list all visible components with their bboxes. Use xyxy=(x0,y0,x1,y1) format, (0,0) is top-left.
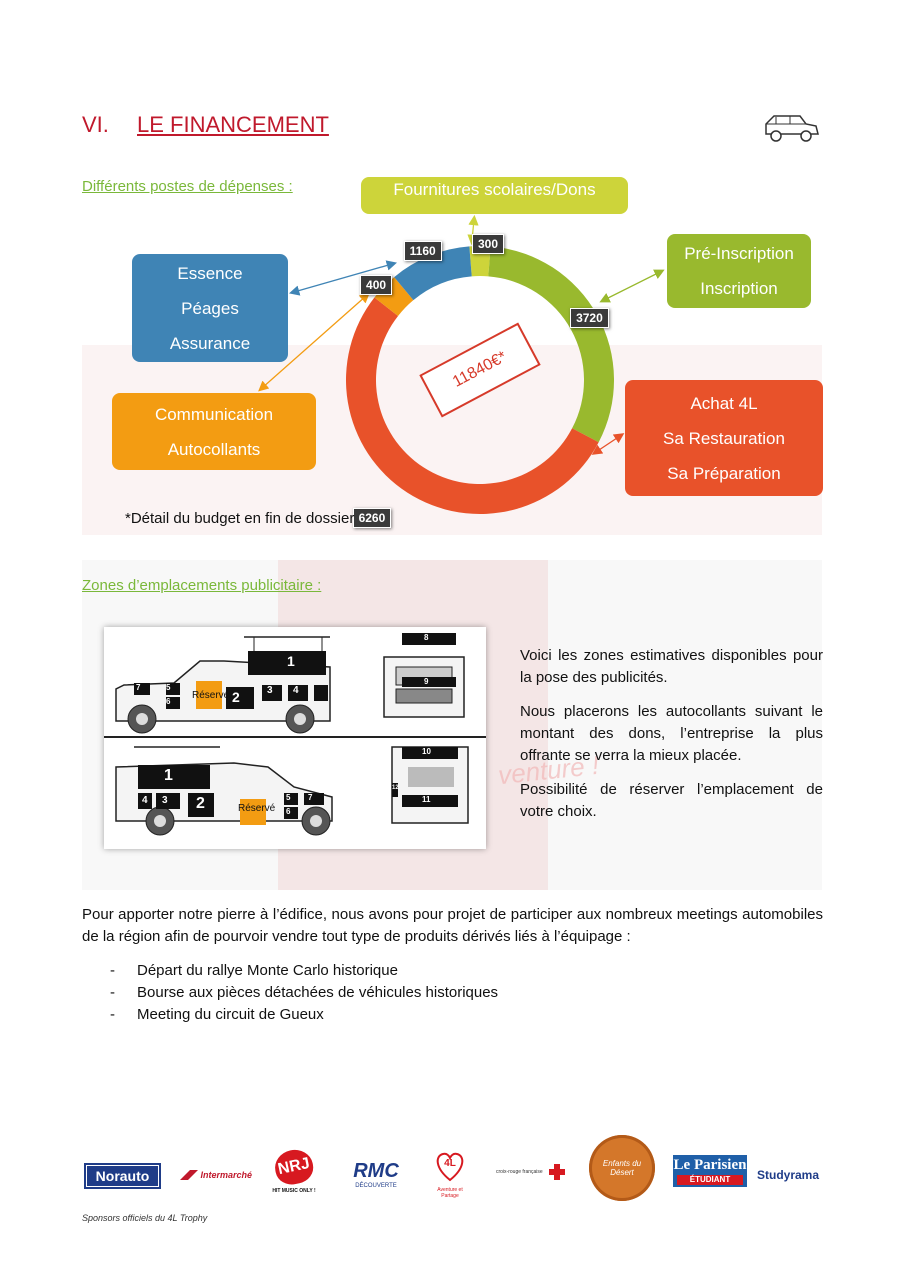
van-rear-view-bottom xyxy=(391,746,469,824)
intermarche-text: Intermarché xyxy=(200,1170,252,1180)
achat-arrow xyxy=(591,433,625,455)
ads-paragraph-1: Voici les zones estimatives disponibles … xyxy=(520,647,823,686)
box-essence: Essence Péages Assurance xyxy=(132,254,288,362)
zone-number: 12 xyxy=(392,785,399,791)
enfants-du-desert-text: Enfants du Désert xyxy=(602,1159,642,1177)
box-inscription-line2: Inscription xyxy=(700,279,778,298)
zone-number: 4 xyxy=(142,795,148,806)
section-heading: LE FINANCEMENT xyxy=(137,112,329,137)
croix-rouge-text: croix-rouge française xyxy=(496,1169,543,1175)
zone-number: 2 xyxy=(196,795,205,812)
expenses-heading: Différents postes de dépenses : xyxy=(82,178,293,195)
communication-arrow xyxy=(258,292,370,392)
4l-mark: 4L xyxy=(444,1158,456,1169)
box-fournitures: Fournitures scolaires/Dons xyxy=(361,177,628,214)
section-title: VI. LE FINANCEMENT xyxy=(82,112,329,138)
box-fournitures-label: Fournitures scolaires/Dons xyxy=(393,180,596,199)
van-side-view-top xyxy=(115,636,331,734)
donut-slice-2 xyxy=(394,246,472,301)
nrj-tagline: HIT MUSIC ONLY ! xyxy=(272,1188,316,1194)
zone-number: 8 xyxy=(424,633,429,642)
budget-footnote: *Détail du budget en fin de dossier xyxy=(125,510,355,527)
meetings-list: Départ du rallye Monte Carlo historique … xyxy=(82,960,823,1026)
intermarche-logo: Intermarché xyxy=(178,1166,252,1184)
box-inscription: Pré-Inscription Inscription xyxy=(667,234,811,308)
rmc-sub: DÉCOUVERTE xyxy=(355,1183,397,1189)
sponsors-caption: Sponsors officiels du 4L Trophy xyxy=(82,1213,208,1223)
vehicle-drawings xyxy=(104,633,486,836)
reserved-label-bottom: Réservé xyxy=(238,803,276,814)
meetings-intro: Pour apporter notre pierre à l’édifice, … xyxy=(82,906,823,945)
zone-number: 1 xyxy=(287,653,295,669)
box-achat-line1: Achat 4L xyxy=(690,393,758,413)
box-communication-line2: Autocollants xyxy=(167,439,261,459)
donut-slice-4 xyxy=(488,246,614,443)
zone-number: 1 xyxy=(164,767,173,784)
zone-number: 10 xyxy=(422,747,431,756)
4l-sub: Aventure et Partage xyxy=(437,1187,463,1199)
box-achat-line3: Sa Préparation xyxy=(667,463,781,483)
box-essence-line3: Assurance xyxy=(169,333,251,353)
zone-number: 9 xyxy=(424,677,429,686)
list-item: Meeting du circuit de Gueux xyxy=(82,1004,823,1026)
box-achat-line2: Sa Restauration xyxy=(663,428,785,448)
box-communication: Communication Autocollants xyxy=(112,393,316,470)
box-essence-line2: Péages xyxy=(181,298,239,318)
box-achat: Achat 4L Sa Restauration Sa Préparation xyxy=(625,380,823,496)
heart-icon xyxy=(436,1152,464,1182)
norauto-logo: Norauto xyxy=(84,1163,161,1189)
van-front-view-top xyxy=(383,633,465,718)
zone-number: 3 xyxy=(267,685,273,696)
box-communication-line1: Communication xyxy=(154,404,274,424)
section-number: VI. xyxy=(82,112,109,137)
4l-aventure-logo: 4L Aventure et Partage xyxy=(428,1150,472,1199)
rmc-mark: RMC xyxy=(353,1160,399,1182)
reserved-label-top: Réservé xyxy=(192,690,230,701)
value-label-2: 1160 xyxy=(403,241,442,262)
value-label-0: 6260 xyxy=(352,507,392,528)
nrj-mark: NRJ xyxy=(271,1146,317,1188)
list-item: Bourse aux pièces détachées de véhicules… xyxy=(82,982,823,1004)
enfants-du-desert-logo: Enfants du Désert xyxy=(589,1135,655,1201)
zone-number: 2 xyxy=(232,689,240,705)
le-parisien-mark: Le Parisien xyxy=(673,1157,747,1173)
value-label-1: 400 xyxy=(360,274,393,295)
le-parisien-logo: Le Parisien ÉTUDIANT xyxy=(673,1155,747,1187)
zone-number: 11 xyxy=(422,795,431,804)
ads-paragraph-2: Nous placerons les autocollants suivant … xyxy=(520,703,823,764)
zone-number: 4 xyxy=(293,685,299,696)
zone-number: 6 xyxy=(166,697,171,706)
box-essence-line1: Essence xyxy=(177,263,243,283)
zone-number: 7 xyxy=(136,683,141,692)
van-side-view-bottom xyxy=(115,746,333,836)
intermarche-icon xyxy=(180,1170,198,1180)
zone-number: 6 xyxy=(286,807,291,816)
croix-rouge-logo: croix-rouge française xyxy=(496,1162,568,1182)
zone-number: 5 xyxy=(166,683,171,692)
list-item: Départ du rallye Monte Carlo historique xyxy=(82,960,823,982)
ads-heading: Zones d’emplacements publicitaire : xyxy=(82,577,322,594)
zone-number: 7 xyxy=(308,793,313,802)
le-parisien-sub: ÉTUDIANT xyxy=(677,1175,743,1185)
value-label-3: 300 xyxy=(472,234,505,254)
ads-explanation: Voici les zones estimatives disponibles … xyxy=(520,645,823,835)
nrj-logo: NRJ HIT MUSIC ONLY ! xyxy=(270,1146,318,1202)
rmc-logo: RMC DÉCOUVERTE xyxy=(350,1160,402,1189)
ads-paragraph-3: Possibilité de réserver l’emplacement de… xyxy=(520,781,823,820)
value-label-4: 3720 xyxy=(570,308,609,329)
donut-slice-0 xyxy=(345,297,599,514)
zone-number: 3 xyxy=(162,795,168,806)
inscription-arrow xyxy=(599,269,665,303)
essence-arrow xyxy=(289,260,397,296)
box-inscription-line1: Pré-Inscription xyxy=(684,244,794,263)
red-cross-icon xyxy=(549,1164,565,1180)
studyrama-logo: Studyrama xyxy=(757,1168,820,1182)
zone-number: 5 xyxy=(286,793,291,802)
car-icon xyxy=(765,115,819,142)
